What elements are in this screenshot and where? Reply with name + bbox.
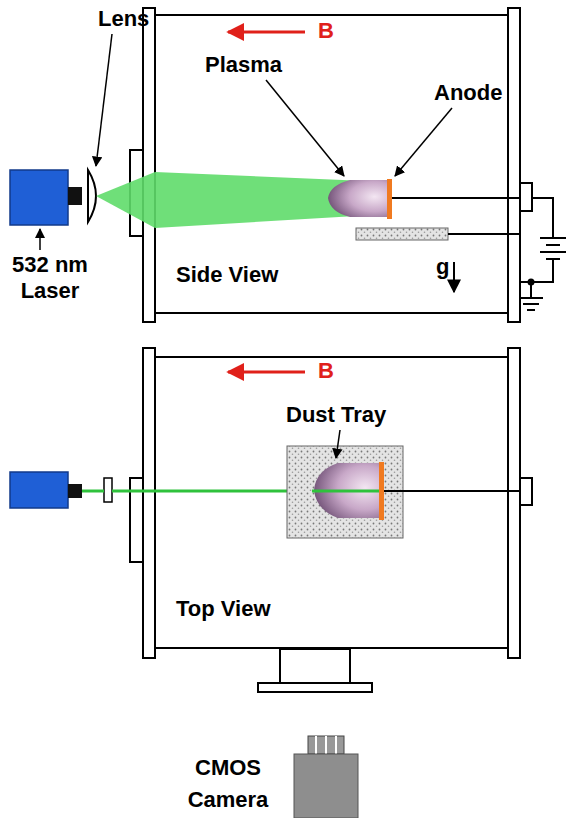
gravity-label: g <box>436 254 449 280</box>
view-title: Side View <box>176 262 278 288</box>
laser-label: 532 nm Laser <box>0 252 100 304</box>
top-view <box>10 348 532 818</box>
side-view <box>10 8 566 322</box>
anode-label: Anode <box>434 80 502 106</box>
tray-label: Dust Tray <box>286 402 386 428</box>
camera-label: CMOS Camera <box>178 752 278 816</box>
lens-label: Lens <box>98 6 149 32</box>
plasma-label: Plasma <box>205 52 282 78</box>
view-title: Top View <box>176 596 271 622</box>
field-label: B <box>318 18 334 44</box>
field-label: B <box>318 358 334 384</box>
